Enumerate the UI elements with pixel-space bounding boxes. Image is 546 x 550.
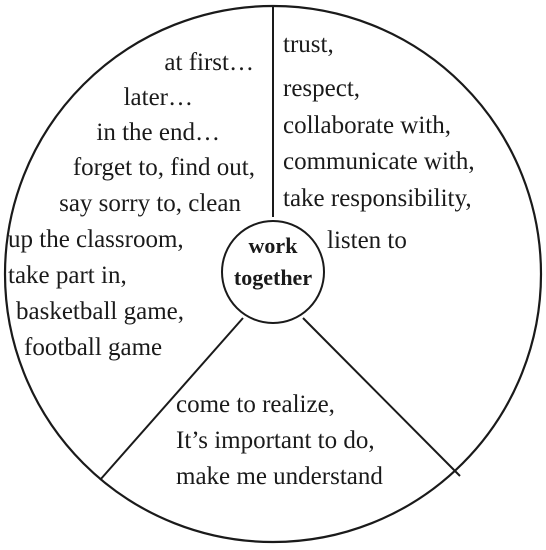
center-circle — [221, 220, 325, 324]
bottom-section: come to realize, It’s important to do, m… — [176, 391, 383, 490]
left-phrase: in the end… — [96, 119, 220, 146]
right-phrase: collaborate with, — [283, 112, 451, 139]
left-phrase: take part in, — [8, 262, 127, 289]
bottom-phrase: It’s important to do, — [176, 427, 375, 454]
left-phrase: basketball game, — [16, 298, 184, 325]
right-phrase: respect, — [283, 75, 360, 102]
right-phrase: trust, — [283, 31, 334, 58]
bottom-phrase: make me understand — [176, 463, 383, 490]
center-label-line1: work — [249, 233, 299, 258]
right-phrase: listen to — [327, 227, 407, 254]
right-phrase: communicate with, — [283, 148, 475, 175]
divider-bottom-right — [302, 317, 461, 477]
left-phrase: forget to, find out, — [73, 154, 255, 181]
left-phrase: at first… — [164, 49, 254, 76]
left-phrase: football game — [24, 334, 162, 361]
divider-bottom-left — [99, 317, 244, 481]
center-label-line2: together — [234, 265, 312, 290]
left-phrase: say sorry to, clean — [59, 190, 241, 217]
left-phrase: up the classroom, — [8, 226, 184, 253]
left-phrase: later… — [124, 84, 193, 111]
left-section: at first… later… in the end… forget to, … — [8, 49, 255, 361]
bottom-phrase: come to realize, — [176, 391, 335, 418]
right-phrase: take responsibility, — [283, 185, 472, 212]
right-section: trust, respect, collaborate with, commun… — [283, 31, 475, 254]
